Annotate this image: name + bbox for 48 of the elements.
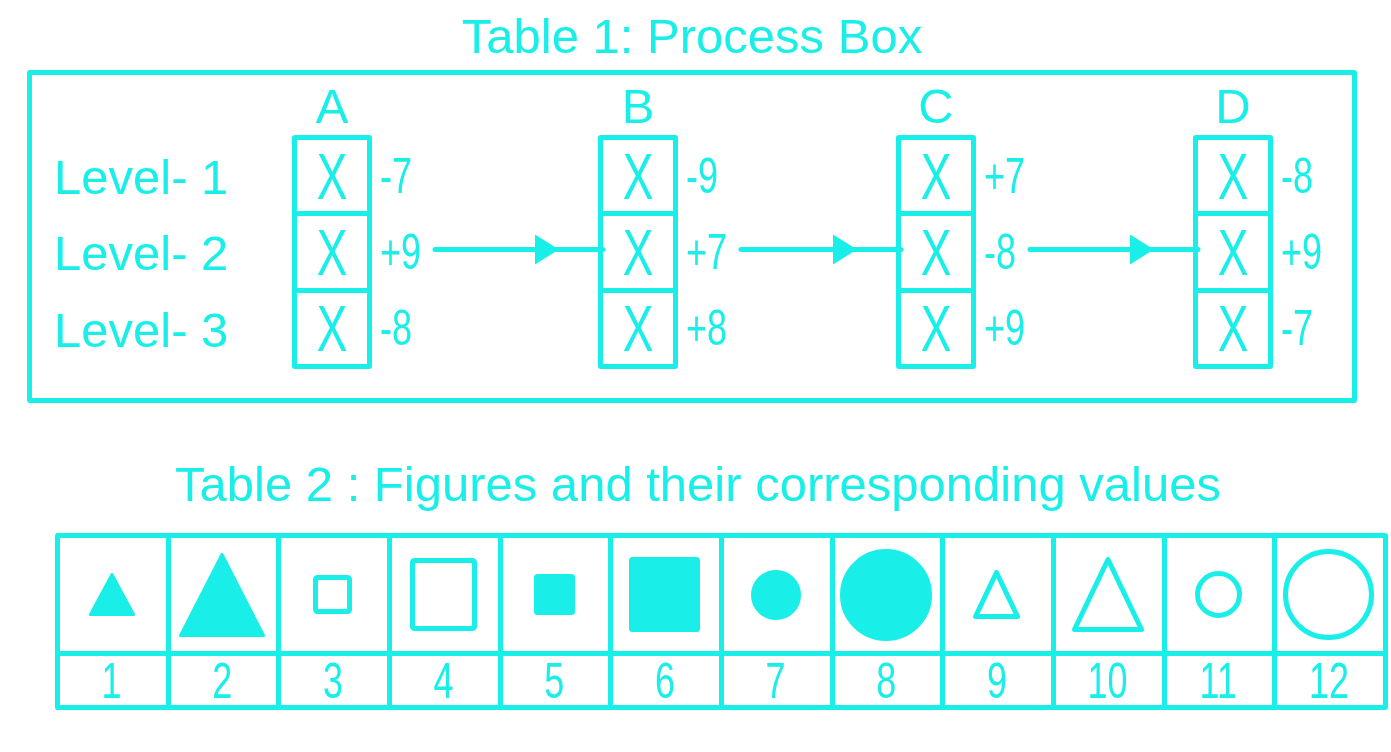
- figure-number: 6: [654, 655, 675, 706]
- figure-number: 11: [1199, 655, 1237, 706]
- row-label: Level- 3: [54, 302, 229, 358]
- cell-value: +7: [686, 226, 728, 278]
- cell-letter: X: [316, 219, 348, 285]
- arrow: [432, 234, 606, 265]
- cell-value: -7: [1281, 303, 1313, 354]
- figure-number: 12: [1308, 655, 1349, 706]
- cell-letter: X: [622, 219, 654, 285]
- cell-value: +9: [1281, 226, 1323, 278]
- figure-number: 1: [101, 655, 122, 706]
- cell-letter: X: [622, 143, 654, 209]
- cell-letter: X: [920, 295, 952, 361]
- figure-number: 3: [322, 655, 343, 706]
- column-heading: C: [918, 78, 954, 134]
- cell-value: -7: [380, 150, 412, 201]
- table-title: Table 2 : Figures and their corresponding values: [175, 456, 1221, 512]
- column-heading: A: [315, 78, 349, 134]
- cell-letter: X: [316, 143, 348, 209]
- figure-number: 5: [544, 655, 565, 706]
- cell-value: +7: [984, 150, 1026, 201]
- row-label: Level- 1: [54, 149, 229, 205]
- cell-value: -8: [380, 303, 412, 354]
- cell-letter: X: [316, 295, 348, 361]
- column-heading: D: [1215, 78, 1251, 134]
- figure-number: 9: [986, 655, 1007, 706]
- figure-number: 2: [212, 655, 233, 706]
- cell-value: -9: [686, 150, 718, 201]
- cell-letter: X: [1217, 143, 1249, 209]
- arrow: [1027, 234, 1201, 265]
- cell-value: -8: [984, 226, 1016, 278]
- cell-value: -8: [1281, 150, 1313, 201]
- cell-value: +8: [686, 303, 728, 354]
- cell-value: +9: [380, 226, 422, 278]
- table-title: Table 1: Process Box: [461, 8, 923, 64]
- cell-letter: X: [920, 219, 952, 285]
- cell-value: +9: [984, 303, 1026, 354]
- figure-number: 10: [1087, 655, 1128, 706]
- figure-number: 4: [433, 655, 454, 706]
- cell-letter: X: [622, 295, 654, 361]
- cell-letter: X: [1217, 219, 1249, 285]
- column-heading: B: [621, 78, 655, 134]
- row-label: Level- 2: [54, 225, 229, 281]
- figure-number: 8: [876, 655, 897, 706]
- arrow: [738, 234, 904, 265]
- figure-number: 7: [765, 655, 786, 706]
- cell-letter: X: [920, 143, 952, 209]
- cell-letter: X: [1217, 295, 1249, 361]
